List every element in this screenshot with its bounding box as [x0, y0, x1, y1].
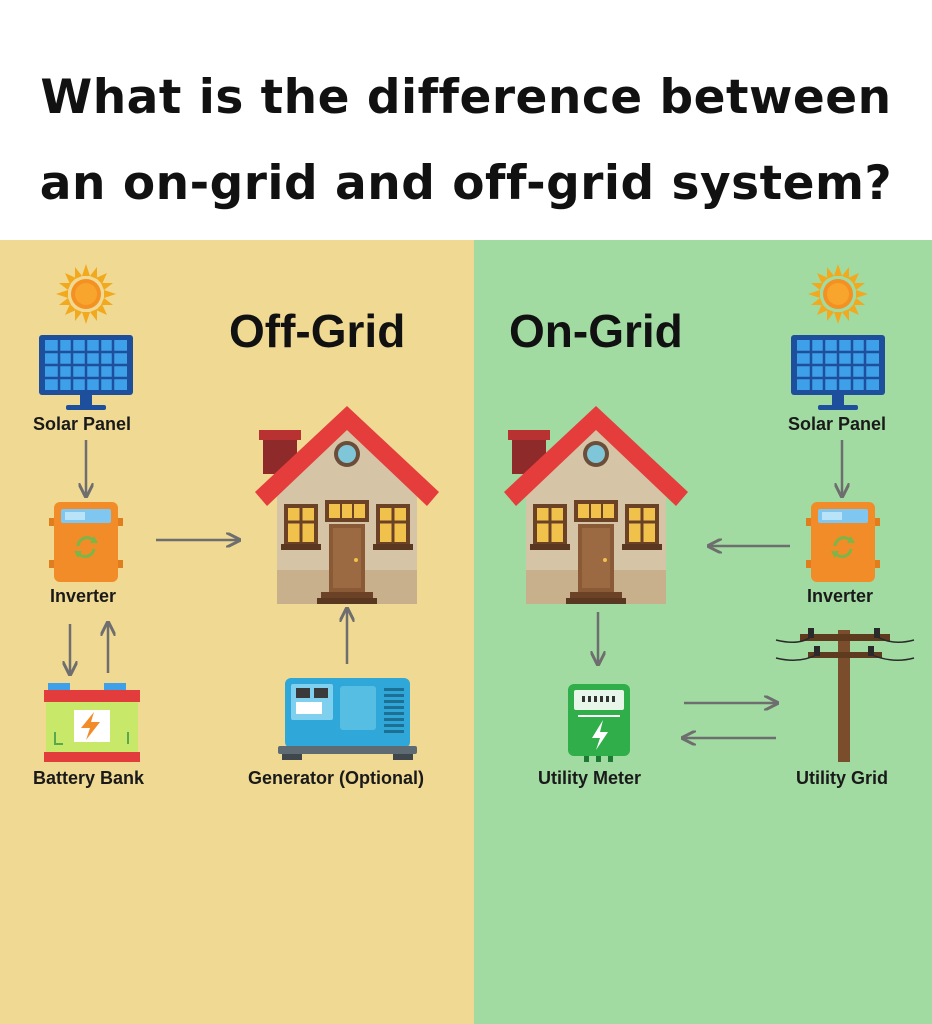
on-grid-heading: On-Grid	[509, 305, 683, 357]
utility-meter-label: Utility Meter	[538, 768, 642, 788]
off-grid-heading: Off-Grid	[229, 305, 406, 357]
utility-grid-label: Utility Grid	[796, 768, 889, 788]
on-grid-inverter-label: Inverter	[807, 586, 874, 606]
off-grid-inverter-label: Inverter	[50, 586, 117, 606]
page-title: What is the difference between an on-gri…	[0, 55, 932, 227]
title-line-1: What is the difference between	[40, 70, 892, 125]
on-grid-solar-panel-label: Solar Panel	[788, 414, 887, 434]
battery-bank-label: Battery Bank	[33, 768, 145, 788]
title-line-2: an on-grid and off-grid system?	[39, 156, 893, 211]
off-grid-solar-panel-label: Solar Panel	[33, 414, 132, 434]
generator-label: Generator (Optional)	[248, 768, 425, 788]
